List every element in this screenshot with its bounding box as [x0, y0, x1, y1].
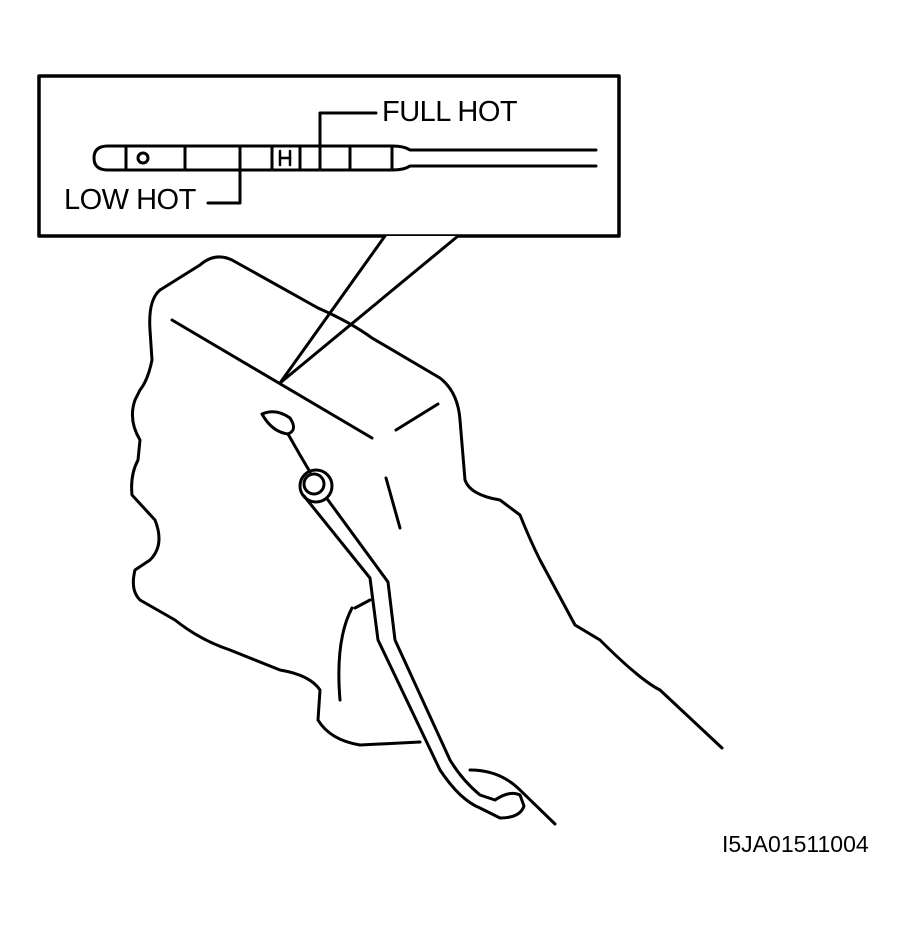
- full-mark-h: [278, 149, 292, 167]
- figure-code: I5JA01511004: [722, 831, 869, 857]
- full-hot-leader: [318, 111, 378, 148]
- dipstick-detail-callout: [37, 74, 621, 385]
- callout-pointer-left: [278, 234, 387, 385]
- low-hot-label: LOW HOT: [64, 184, 196, 216]
- full-hot-label: FULL HOT: [382, 96, 518, 128]
- callout-frame: [37, 74, 621, 238]
- dipstick-blade: [92, 144, 598, 172]
- callout-pointer-right: [278, 234, 460, 385]
- low-hot-leader: [206, 168, 242, 205]
- low-hole-mark: [136, 151, 150, 165]
- engine-outline: [130, 255, 724, 826]
- dipstick-tube: [260, 410, 526, 820]
